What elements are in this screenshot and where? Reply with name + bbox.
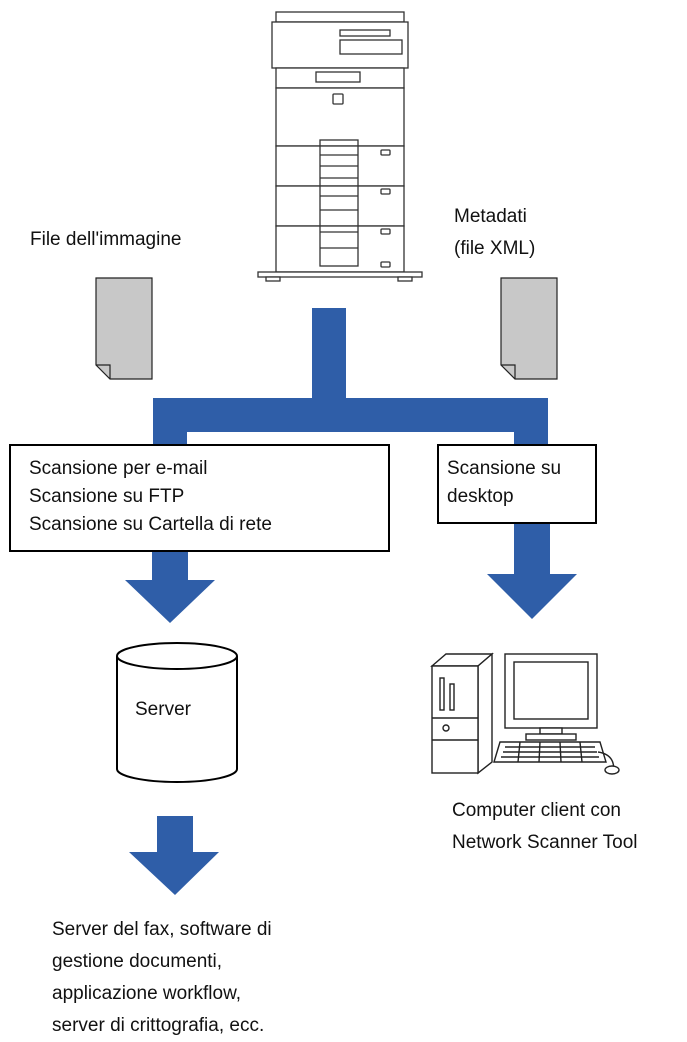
left-down-arrow [125,580,215,623]
destinations-line3: applicazione workflow, [52,983,242,1004]
server-label: Server [135,699,191,720]
server-database-icon [116,642,238,783]
metadata-document-icon [500,277,558,380]
left-branch-bar [153,398,187,444]
scan-method-ftp: Scansione su FTP [29,486,185,507]
scan-method-network-folder: Scansione su Cartella di rete [29,514,272,535]
image-file-label: File dell'immagine [30,229,182,250]
scan-method-email: Scansione per e-mail [29,458,208,479]
left-arrow-stem [152,552,188,582]
right-down-arrow [487,574,577,619]
horizontal-bar [153,398,548,432]
right-scan-method-box: Scansione su desktop [437,444,597,524]
destinations-line1: Server del fax, software di [52,919,272,940]
destinations-line4: server di crittografia, ecc. [52,1015,265,1036]
metadata-label-line2: (file XML) [454,238,536,259]
client-computer-icon [430,652,620,775]
bottom-arrow-stem [157,816,193,854]
client-label-line2: Network Scanner Tool [452,832,638,853]
scan-to-desktop-line2: desktop [447,486,514,507]
image-file-document-icon [95,277,153,380]
destinations-text: Server del fax, software di gestione doc… [52,914,272,1042]
right-arrow-stem [514,524,550,576]
scan-to-desktop-line1: Scansione su [447,458,562,479]
client-label-line1: Computer client con [452,800,621,821]
trunk-bar [312,308,346,404]
bottom-down-arrow [129,852,219,895]
left-scan-methods-box: Scansione per e-mail Scansione su FTP Sc… [9,444,390,552]
printer-icon [257,11,423,282]
right-branch-bar [514,398,548,444]
flow-connectors [125,308,577,895]
metadata-label-line1: Metadati [454,206,527,227]
destinations-line2: gestione documenti, [52,951,223,972]
